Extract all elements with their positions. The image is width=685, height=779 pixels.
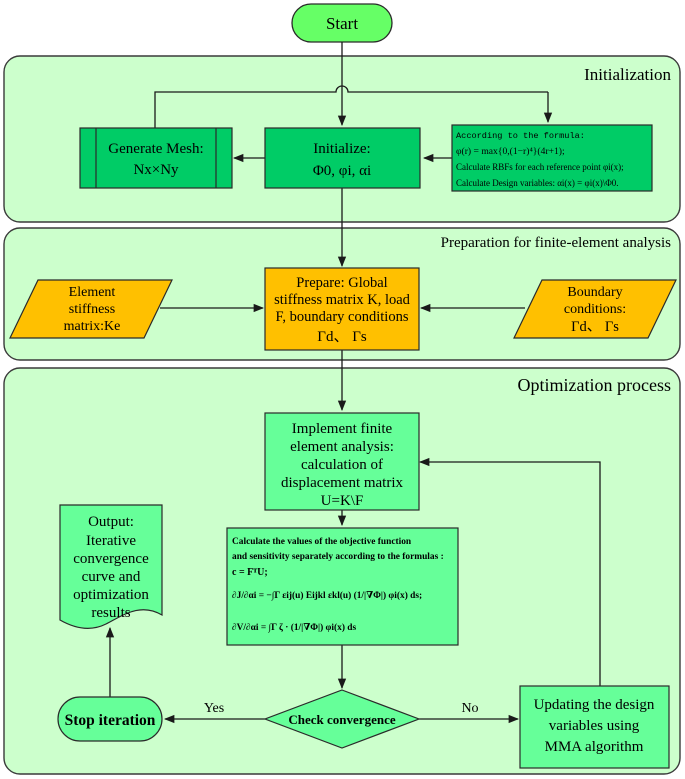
output-line2: Iterative — [86, 533, 136, 549]
sensitivity-line5: ∂V/∂αi = ∫Γ ζ · (1/|∇Φ|) φi(x) ds — [232, 622, 357, 633]
stop-iteration-label: Stop iteration — [65, 712, 156, 729]
prepare-line2: stiffness matrix K, load — [274, 292, 411, 308]
output-line6: results — [91, 605, 130, 621]
boundary-line2: conditions: — [564, 302, 626, 317]
generate-mesh-line1: Generate Mesh: — [108, 141, 203, 157]
boundary-line3: Γd、 Γs — [571, 319, 619, 335]
update-line2: variables using — [549, 718, 640, 734]
branch-line — [154, 85, 548, 128]
prepare-line3: F, boundary conditions — [276, 309, 409, 325]
output-line4: curve and — [82, 569, 141, 585]
fea-line5: U=K\F — [321, 493, 364, 509]
sensitivity-line3: c = FᵀU; — [232, 567, 268, 578]
element-stiffness-line2: stiffness — [69, 302, 115, 317]
start-label: Start — [326, 14, 358, 33]
generate-mesh-box: Generate Mesh: Nx×Ny — [79, 127, 233, 189]
no-label: No — [461, 701, 478, 716]
output-document: Output: Iterative convergence curve and … — [59, 504, 163, 629]
update-variables-box: Updating the design variables using MMA … — [519, 685, 670, 769]
boundary-conditions-box: Boundary conditions: Γd、 Γs — [513, 279, 677, 339]
sensitivity-line1: Calculate the values of the objective fu… — [232, 537, 412, 547]
element-stiffness-box: Element stiffness matrix:Ke — [9, 279, 173, 339]
check-convergence-label: Check convergence — [288, 712, 395, 727]
fea-line4: displacement matrix — [281, 475, 404, 491]
update-line1: Updating the design — [534, 697, 655, 713]
boundary-line1: Boundary — [567, 285, 622, 300]
fea-box: Implement finite element analysis: calcu… — [264, 412, 420, 511]
sensitivity-line2: and sensitivity separately according to … — [232, 552, 444, 562]
output-line3: convergence — [73, 551, 149, 567]
formula-line4: Calculate Design variables: αi(x) = φi(x… — [456, 178, 619, 188]
formula-line2: φ(r) = max{0,(1−r)⁴}(4r+1); — [456, 146, 565, 157]
initialize-line2: Φ0, φi, αi — [313, 163, 371, 179]
output-line1: Output: — [88, 514, 134, 530]
element-stiffness-line3: matrix:Ke — [64, 319, 121, 334]
formula-box: According to the formula: φ(r) = max{0,(… — [451, 124, 653, 192]
initialize-box: Initialize: Φ0, φi, αi — [264, 127, 421, 189]
initialize-line1: Initialize: — [313, 141, 370, 157]
fea-line3: calculation of — [301, 457, 383, 473]
stop-iteration-terminal: Stop iteration — [57, 696, 163, 742]
sensitivity-box: Calculate the values of the objective fu… — [226, 527, 459, 646]
prepare-line4: Γd、 Γs — [317, 329, 367, 345]
sensitivity-line4: ∂J/∂αi = −∫Γ εij(u) Eijkl εkl(u) (1/|∇Φ|… — [232, 590, 422, 601]
initialization-title: Initialization — [584, 65, 671, 84]
prepare-line1: Prepare: Global — [296, 275, 387, 291]
check-convergence-decision: Check convergence — [263, 689, 421, 749]
formula-line1: According to the formula: — [456, 131, 585, 141]
fea-line1: Implement finite — [292, 421, 393, 437]
optimization-title: Optimization process — [518, 375, 671, 395]
yes-label: Yes — [204, 701, 224, 716]
element-stiffness-line1: Element — [69, 285, 116, 300]
preparation-title: Preparation for finite-element analysis — [441, 235, 671, 251]
formula-line3: Calculate RBFs for each reference point … — [456, 162, 624, 172]
prepare-box: Prepare: Global stiffness matrix K, load… — [264, 267, 420, 351]
arrow-update-to-fea — [418, 457, 601, 686]
generate-mesh-line2: Nx×Ny — [133, 162, 179, 178]
output-line5: optimization — [73, 587, 149, 603]
fea-line2: element analysis: — [290, 439, 394, 455]
update-line3: MMA algorithm — [545, 739, 644, 755]
